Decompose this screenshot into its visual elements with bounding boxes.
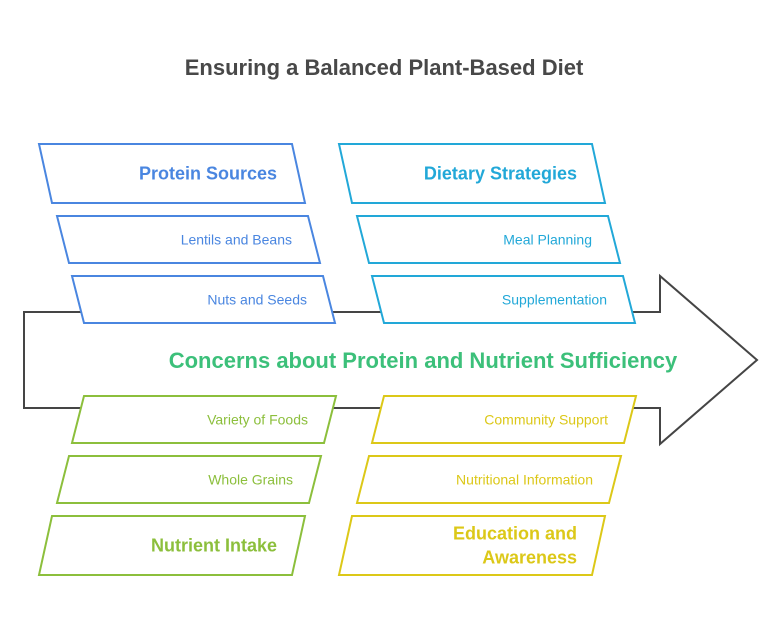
dietary-strategies-heading: Dietary Strategies [424, 164, 577, 184]
dietary-strategies-item: Meal Planning [503, 232, 592, 248]
protein-sources-item: Nuts and Seeds [207, 292, 307, 308]
education-awareness-item-box [355, 455, 623, 504]
nutrient-intake-item: Whole Grains [208, 472, 293, 488]
protein-sources-item-box [70, 275, 337, 324]
education-awareness-heading: Education and [453, 524, 577, 544]
dietary-strategies-item: Supplementation [502, 292, 607, 308]
nutrient-intake-item-box [55, 455, 323, 504]
nutrient-intake-heading-box [37, 515, 307, 576]
education-awareness-item-box [370, 395, 638, 444]
protein-sources-heading: Protein Sources [139, 164, 277, 184]
protein-sources-item-box [55, 215, 322, 264]
dietary-strategies-heading-box [337, 143, 607, 204]
dietary-strategies-item-box [370, 275, 637, 324]
protein-sources-heading-box [37, 143, 307, 204]
dietary-strategies-item-box [355, 215, 622, 264]
education-awareness-heading-box [337, 515, 607, 576]
diagram-title: Ensuring a Balanced Plant-Based Diet [185, 55, 584, 80]
nutrient-intake-heading: Nutrient Intake [151, 536, 277, 556]
education-awareness-item: Nutritional Information [456, 472, 593, 488]
nutrient-intake-item-box [70, 395, 338, 444]
protein-sources-item: Lentils and Beans [181, 232, 292, 248]
nutrient-intake-item: Variety of Foods [207, 412, 308, 428]
education-awareness-heading: Awareness [482, 548, 577, 568]
central-problem-label: Concerns about Protein and Nutrient Suff… [169, 348, 678, 373]
education-awareness-item: Community Support [484, 412, 608, 428]
